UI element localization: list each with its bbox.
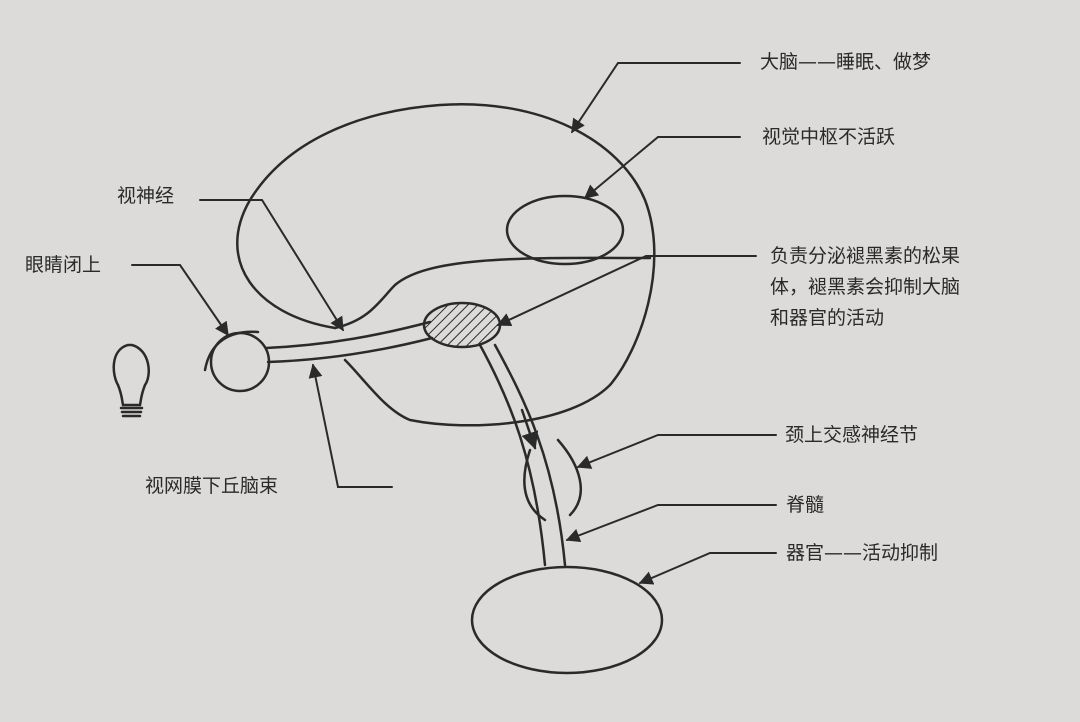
leader-spinal (565, 504, 777, 543)
leader-cerebrum (571, 62, 741, 134)
brainstem-boundary (333, 256, 652, 330)
label-pineal-line-3: 和器官的活动 (770, 307, 885, 329)
label-rht: 视网膜下丘脑束 (145, 475, 279, 497)
optic-nerve-tube-bottom (266, 336, 434, 364)
spinal-cord-right (493, 343, 567, 567)
optic-nerve-tube-top (264, 320, 432, 350)
leader-optic-nerve (199, 199, 344, 332)
spinal-cord-left (478, 343, 547, 567)
visual-center (505, 194, 625, 266)
bulb-base (119, 406, 144, 418)
label-ganglion: 颈上交感神经节 (785, 424, 919, 446)
label-pineal-line-2: 体，褪黑素会抑制大脑 (770, 276, 961, 298)
leader-eyes (131, 264, 229, 337)
label-cerebrum: 大脑——睡眠、做梦 (760, 51, 932, 73)
eyelid (203, 330, 260, 372)
organ (470, 565, 664, 675)
label-organ: 器官——活动抑制 (786, 542, 939, 564)
label-pineal: 负责分泌褪黑素的松果 体，褪黑素会抑制大脑 和器官的活动 (770, 241, 960, 334)
label-pineal-line-1: 负责分泌褪黑素的松果 (770, 245, 961, 267)
light-bulb (112, 343, 150, 407)
leader-visual-center (583, 136, 741, 199)
leader-organ (638, 552, 777, 585)
signal-arrow (520, 408, 539, 450)
leader-rht (308, 363, 393, 488)
leader-pineal (496, 255, 757, 327)
ganglion-left (523, 448, 547, 522)
leader-ganglion (576, 434, 777, 469)
label-eyes-closed: 眼睛闭上 (25, 254, 102, 276)
label-optic-nerve: 视神经 (117, 185, 175, 207)
pineal-gland (422, 301, 502, 349)
label-spinal-cord: 脊髓 (786, 494, 825, 516)
ganglion-right (556, 438, 583, 517)
label-visual-center: 视觉中枢不活跃 (762, 126, 896, 148)
